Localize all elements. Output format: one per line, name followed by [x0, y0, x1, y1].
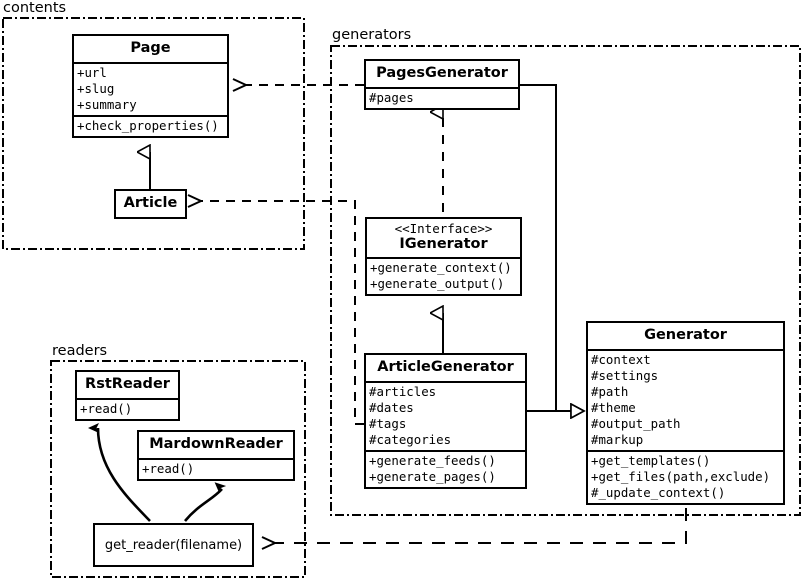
attribute-row: +url	[77, 64, 107, 80]
operation-row: +generate_pages()	[369, 468, 496, 484]
class-box-articlegenerator[interactable]: ArticleGenerator #articles #dates #tags …	[364, 353, 527, 489]
class-box-article[interactable]: Article	[114, 189, 187, 219]
class-name-mardownreader: MardownReader	[149, 436, 283, 452]
attribute-row: #context	[591, 351, 651, 367]
package-label-generators: generators	[331, 27, 414, 43]
relationship-generator-uses-getreader	[275, 508, 687, 543]
class-operations-igenerator: +generate_context() +generate_output()	[367, 257, 520, 294]
class-attributes-articlegenerator: #articles #dates #tags #categories	[366, 380, 525, 450]
attribute-row: #path	[591, 383, 629, 399]
class-operations-mardownreader: +read()	[139, 457, 293, 479]
class-attributes-pagesgenerator: #pages	[366, 86, 518, 108]
class-stereotype-igenerator: <<Interface>>	[394, 221, 493, 236]
operation-row: #_update_context()	[591, 484, 726, 500]
operation-row: +read()	[80, 400, 133, 416]
class-name-rstreader: RstReader	[85, 376, 170, 392]
package-label-readers: readers	[51, 343, 110, 359]
attribute-row: +slug	[77, 80, 115, 96]
class-box-page[interactable]: Page +url +slug +summary +check_properti…	[72, 34, 229, 138]
function-box-get-reader[interactable]: get_reader(filename)	[93, 523, 254, 567]
class-name-article: Article	[123, 195, 178, 211]
attribute-row: #pages	[369, 89, 414, 105]
operation-row: +check_properties()	[77, 117, 219, 133]
class-box-pagesgenerator[interactable]: PagesGenerator #pages	[364, 59, 520, 110]
class-name-pagesgenerator: PagesGenerator	[376, 65, 508, 81]
operation-row: +generate_output()	[370, 276, 505, 291]
operation-row: +get_files(path,exclude)	[591, 468, 771, 484]
package-label-contents: contents	[2, 0, 69, 16]
class-name-igenerator: IGenerator	[399, 235, 488, 252]
attribute-row: #theme	[591, 399, 636, 415]
class-attributes-generator: #context #settings #path #theme #output_…	[588, 348, 783, 450]
relationship-pagesgenerator-inherits-generator	[520, 84, 584, 411]
operation-row: +read()	[142, 460, 195, 476]
class-operations-rstreader: +read()	[77, 397, 178, 419]
attribute-row: #tags	[369, 415, 407, 431]
class-attributes-page: +url +slug +summary	[74, 61, 227, 115]
attribute-row: +summary	[77, 96, 137, 112]
class-box-generator[interactable]: Generator #context #settings #path #them…	[586, 321, 785, 505]
attribute-row: #settings	[591, 367, 659, 383]
class-operations-generator: +get_templates() +get_files(path,exclude…	[588, 449, 783, 503]
operation-row: +generate_context()	[370, 260, 512, 275]
class-name-page: Page	[130, 40, 171, 56]
attribute-row: #dates	[369, 399, 414, 415]
relationship-articlegenerator-uses-article	[201, 201, 364, 425]
operation-row: +generate_feeds()	[369, 452, 496, 468]
operation-row: +get_templates()	[591, 452, 711, 468]
function-label-get-reader: get_reader(filename)	[104, 537, 243, 553]
class-operations-page: +check_properties()	[74, 114, 227, 136]
attribute-row: #articles	[369, 383, 437, 399]
class-name-articlegenerator: ArticleGenerator	[377, 359, 514, 375]
attribute-row: #markup	[591, 431, 644, 447]
class-box-rstreader[interactable]: RstReader +read()	[75, 370, 180, 421]
class-operations-articlegenerator: +generate_feeds() +generate_pages()	[366, 449, 525, 487]
relationship-getreader-returns-mardownreader	[183, 482, 227, 522]
attribute-row: #categories	[369, 431, 452, 447]
class-name-generator: Generator	[644, 327, 727, 343]
class-box-igenerator[interactable]: <<Interface>> IGenerator +generate_conte…	[365, 217, 522, 296]
attribute-row: #output_path	[591, 415, 681, 431]
class-box-mardownreader[interactable]: MardownReader +read()	[137, 430, 295, 481]
